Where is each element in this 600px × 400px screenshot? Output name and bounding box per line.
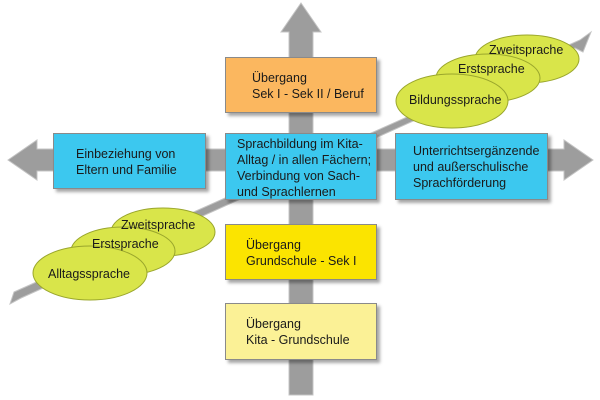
box-uebergang-kita-grundschule: Übergang Kita - Grundschule: [225, 303, 377, 360]
ellipse-alltagssprache: [32, 245, 148, 301]
box-line: und Sprachlernen: [237, 185, 336, 199]
label-zweitsprache-upper: Zweitsprache: [489, 43, 564, 57]
label-erstsprache-upper: Erstsprache: [458, 62, 525, 76]
box-sprachbildung: Sprachbildung im Kita- Alltag / in allen…: [225, 133, 377, 200]
box-line: Übergang: [246, 238, 301, 252]
box-uebergang-sek1-sek2-beruf: Übergang Sek I - Sek II / Beruf: [225, 57, 377, 113]
label-bildungssprache: Bildungssprache: [409, 93, 502, 107]
box-uebergang-grundschule-sek1: Übergang Grundschule - Sek I: [225, 224, 377, 280]
ellipse-bildungssprache: [395, 73, 509, 129]
label-erstsprache-lower: Erstsprache: [92, 237, 159, 251]
label-zweitsprache-lower: Zweitsprache: [121, 218, 196, 232]
box-line: Verbindung von Sach-: [237, 169, 361, 183]
box-line: Übergang: [252, 71, 307, 85]
box-line: Eltern und Familie: [76, 163, 177, 177]
box-einbeziehung-eltern: Einbeziehung von Eltern und Familie: [53, 133, 206, 189]
box-line: Unterrichtsergänzende: [413, 144, 540, 158]
label-alltagssprache: Alltagssprache: [48, 267, 130, 281]
box-line: Sek I - Sek II / Beruf: [252, 87, 364, 101]
box-line: und außerschulische: [413, 160, 529, 174]
box-line: Einbeziehung von: [76, 147, 176, 161]
box-line: Übergang: [246, 317, 301, 331]
box-line: Kita - Grundschule: [246, 333, 350, 347]
box-sprachfoerderung: Unterrichtsergänzende und außerschulisch…: [395, 133, 548, 200]
box-line: Alltag / in allen Fächern;: [237, 153, 372, 167]
box-line: Grundschule - Sek I: [246, 254, 357, 268]
box-line: Sprachförderung: [413, 176, 507, 190]
box-line: Sprachbildung im Kita-: [237, 137, 363, 151]
